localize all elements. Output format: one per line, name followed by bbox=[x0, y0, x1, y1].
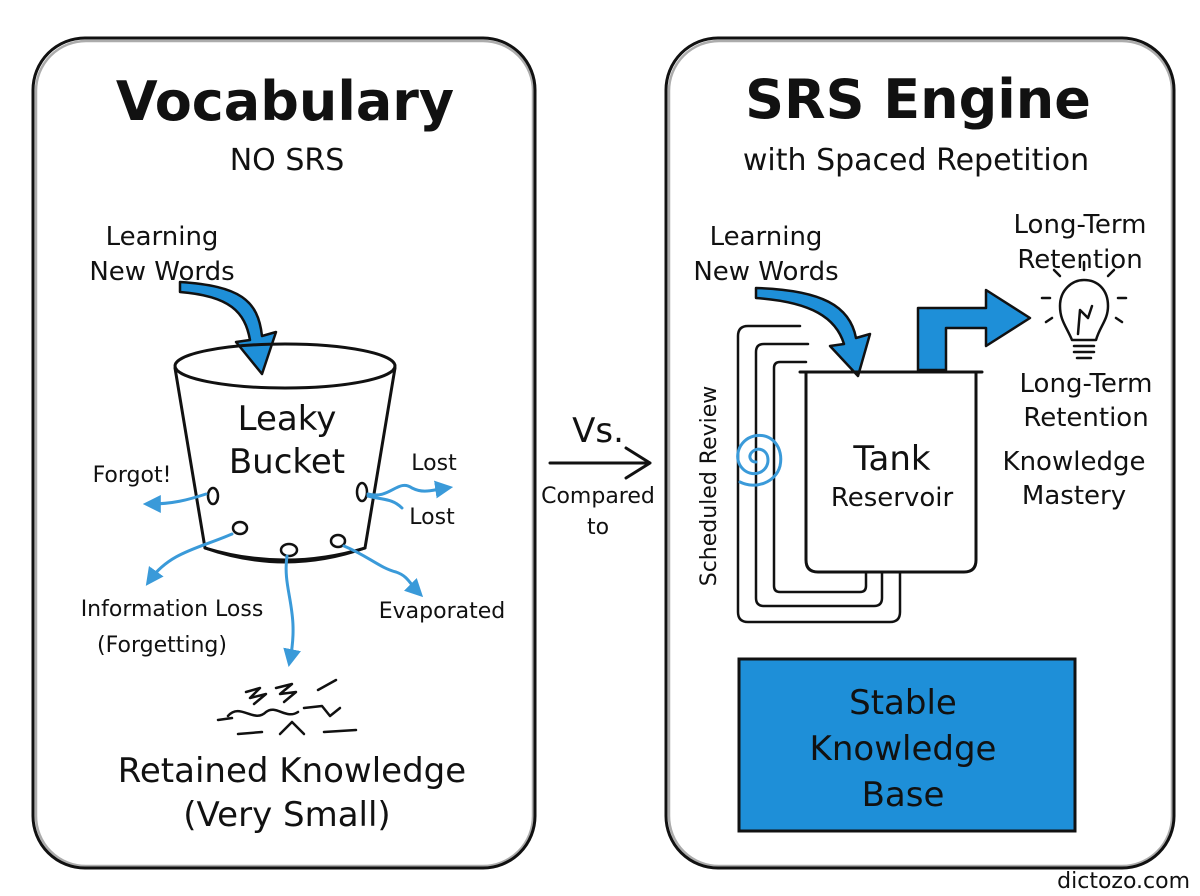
leak-arrow-lost-lower bbox=[366, 494, 404, 510]
bucket-label-line1: Leaky bbox=[238, 399, 337, 439]
right-panel-frame bbox=[664, 36, 1176, 870]
watermark: dictozo.com bbox=[1057, 869, 1190, 894]
output-mid-label-line2: Retention bbox=[1023, 403, 1148, 433]
leak-label-lost-lower: Lost bbox=[409, 505, 455, 530]
output-low-label-line1: Knowledge bbox=[1003, 447, 1146, 477]
right-input-arrow bbox=[754, 286, 872, 378]
bucket-hole bbox=[279, 542, 299, 558]
compared-label-line1: Compared bbox=[541, 484, 655, 509]
leak-arrow-evaporated bbox=[342, 544, 424, 598]
leak-arrow-lost-upper bbox=[366, 480, 454, 499]
output-mid-label-line1: Long-Term bbox=[1020, 369, 1153, 399]
leak-label-evaporated: Evaporated bbox=[379, 599, 505, 624]
left-panel-subtitle: NO SRS bbox=[230, 143, 345, 178]
comparison-connector: Vs. Compared to bbox=[541, 411, 655, 540]
scheduled-review-label: Scheduled Review bbox=[697, 386, 722, 587]
left-result-line1: Retained Knowledge bbox=[118, 751, 466, 791]
spiral-icon bbox=[736, 433, 783, 487]
tank-label-line1: Tank bbox=[852, 439, 931, 479]
stable-knowledge-base bbox=[737, 657, 1077, 833]
right-panel: SRS Engine with Spaced Repetition Learni… bbox=[664, 36, 1176, 870]
leak-label-info-loss-line2: (Forgetting) bbox=[97, 633, 227, 658]
base-label-line2: Knowledge bbox=[810, 729, 997, 769]
left-panel: Vocabulary NO SRS Learning New Words Lea… bbox=[31, 36, 537, 870]
base-label-line3: Base bbox=[862, 775, 945, 815]
scribble-icon bbox=[216, 678, 358, 736]
tank-reservoir bbox=[798, 370, 984, 574]
leak-label-lost-upper: Lost bbox=[411, 451, 457, 476]
review-loop bbox=[736, 324, 902, 624]
left-input-label-line1: Learning bbox=[106, 222, 219, 252]
right-panel-subtitle: with Spaced Repetition bbox=[743, 143, 1089, 178]
leak-label-forgot: Forgot! bbox=[93, 463, 172, 488]
left-input-label-line2: New Words bbox=[89, 257, 234, 287]
right-panel-title: SRS Engine bbox=[745, 68, 1091, 131]
output-low-label-line2: Mastery bbox=[1022, 481, 1126, 511]
compared-label-line2: to bbox=[587, 515, 609, 540]
left-panel-title: Vocabulary bbox=[116, 70, 454, 133]
leak-label-info-loss-line1: Information Loss bbox=[81, 597, 264, 622]
left-result-line2: (Very Small) bbox=[183, 795, 390, 835]
bucket-hole bbox=[231, 520, 249, 536]
bucket-label-line2: Bucket bbox=[229, 442, 345, 482]
tank-label-line2: Reservoir bbox=[831, 483, 954, 513]
left-input-arrow bbox=[178, 280, 278, 376]
base-label-line1: Stable bbox=[849, 683, 957, 723]
right-input-label-line2: New Words bbox=[693, 257, 838, 287]
bucket-hole bbox=[206, 486, 220, 506]
right-input-label-line1: Learning bbox=[710, 222, 823, 252]
bucket-hole bbox=[329, 533, 347, 549]
output-top-label-line2: Retention bbox=[1017, 245, 1142, 275]
leak-arrow-down bbox=[283, 554, 301, 668]
leak-arrow-info-loss bbox=[145, 532, 234, 586]
lightbulb-icon bbox=[1040, 260, 1128, 360]
vs-arrow bbox=[548, 446, 652, 480]
vs-label: Vs. bbox=[572, 411, 624, 451]
leak-arrow-forgot bbox=[142, 492, 208, 513]
bucket-hole bbox=[355, 481, 369, 503]
output-arrow bbox=[916, 288, 1032, 372]
left-panel-frame bbox=[31, 36, 537, 870]
output-top-label-line1: Long-Term bbox=[1014, 210, 1147, 240]
